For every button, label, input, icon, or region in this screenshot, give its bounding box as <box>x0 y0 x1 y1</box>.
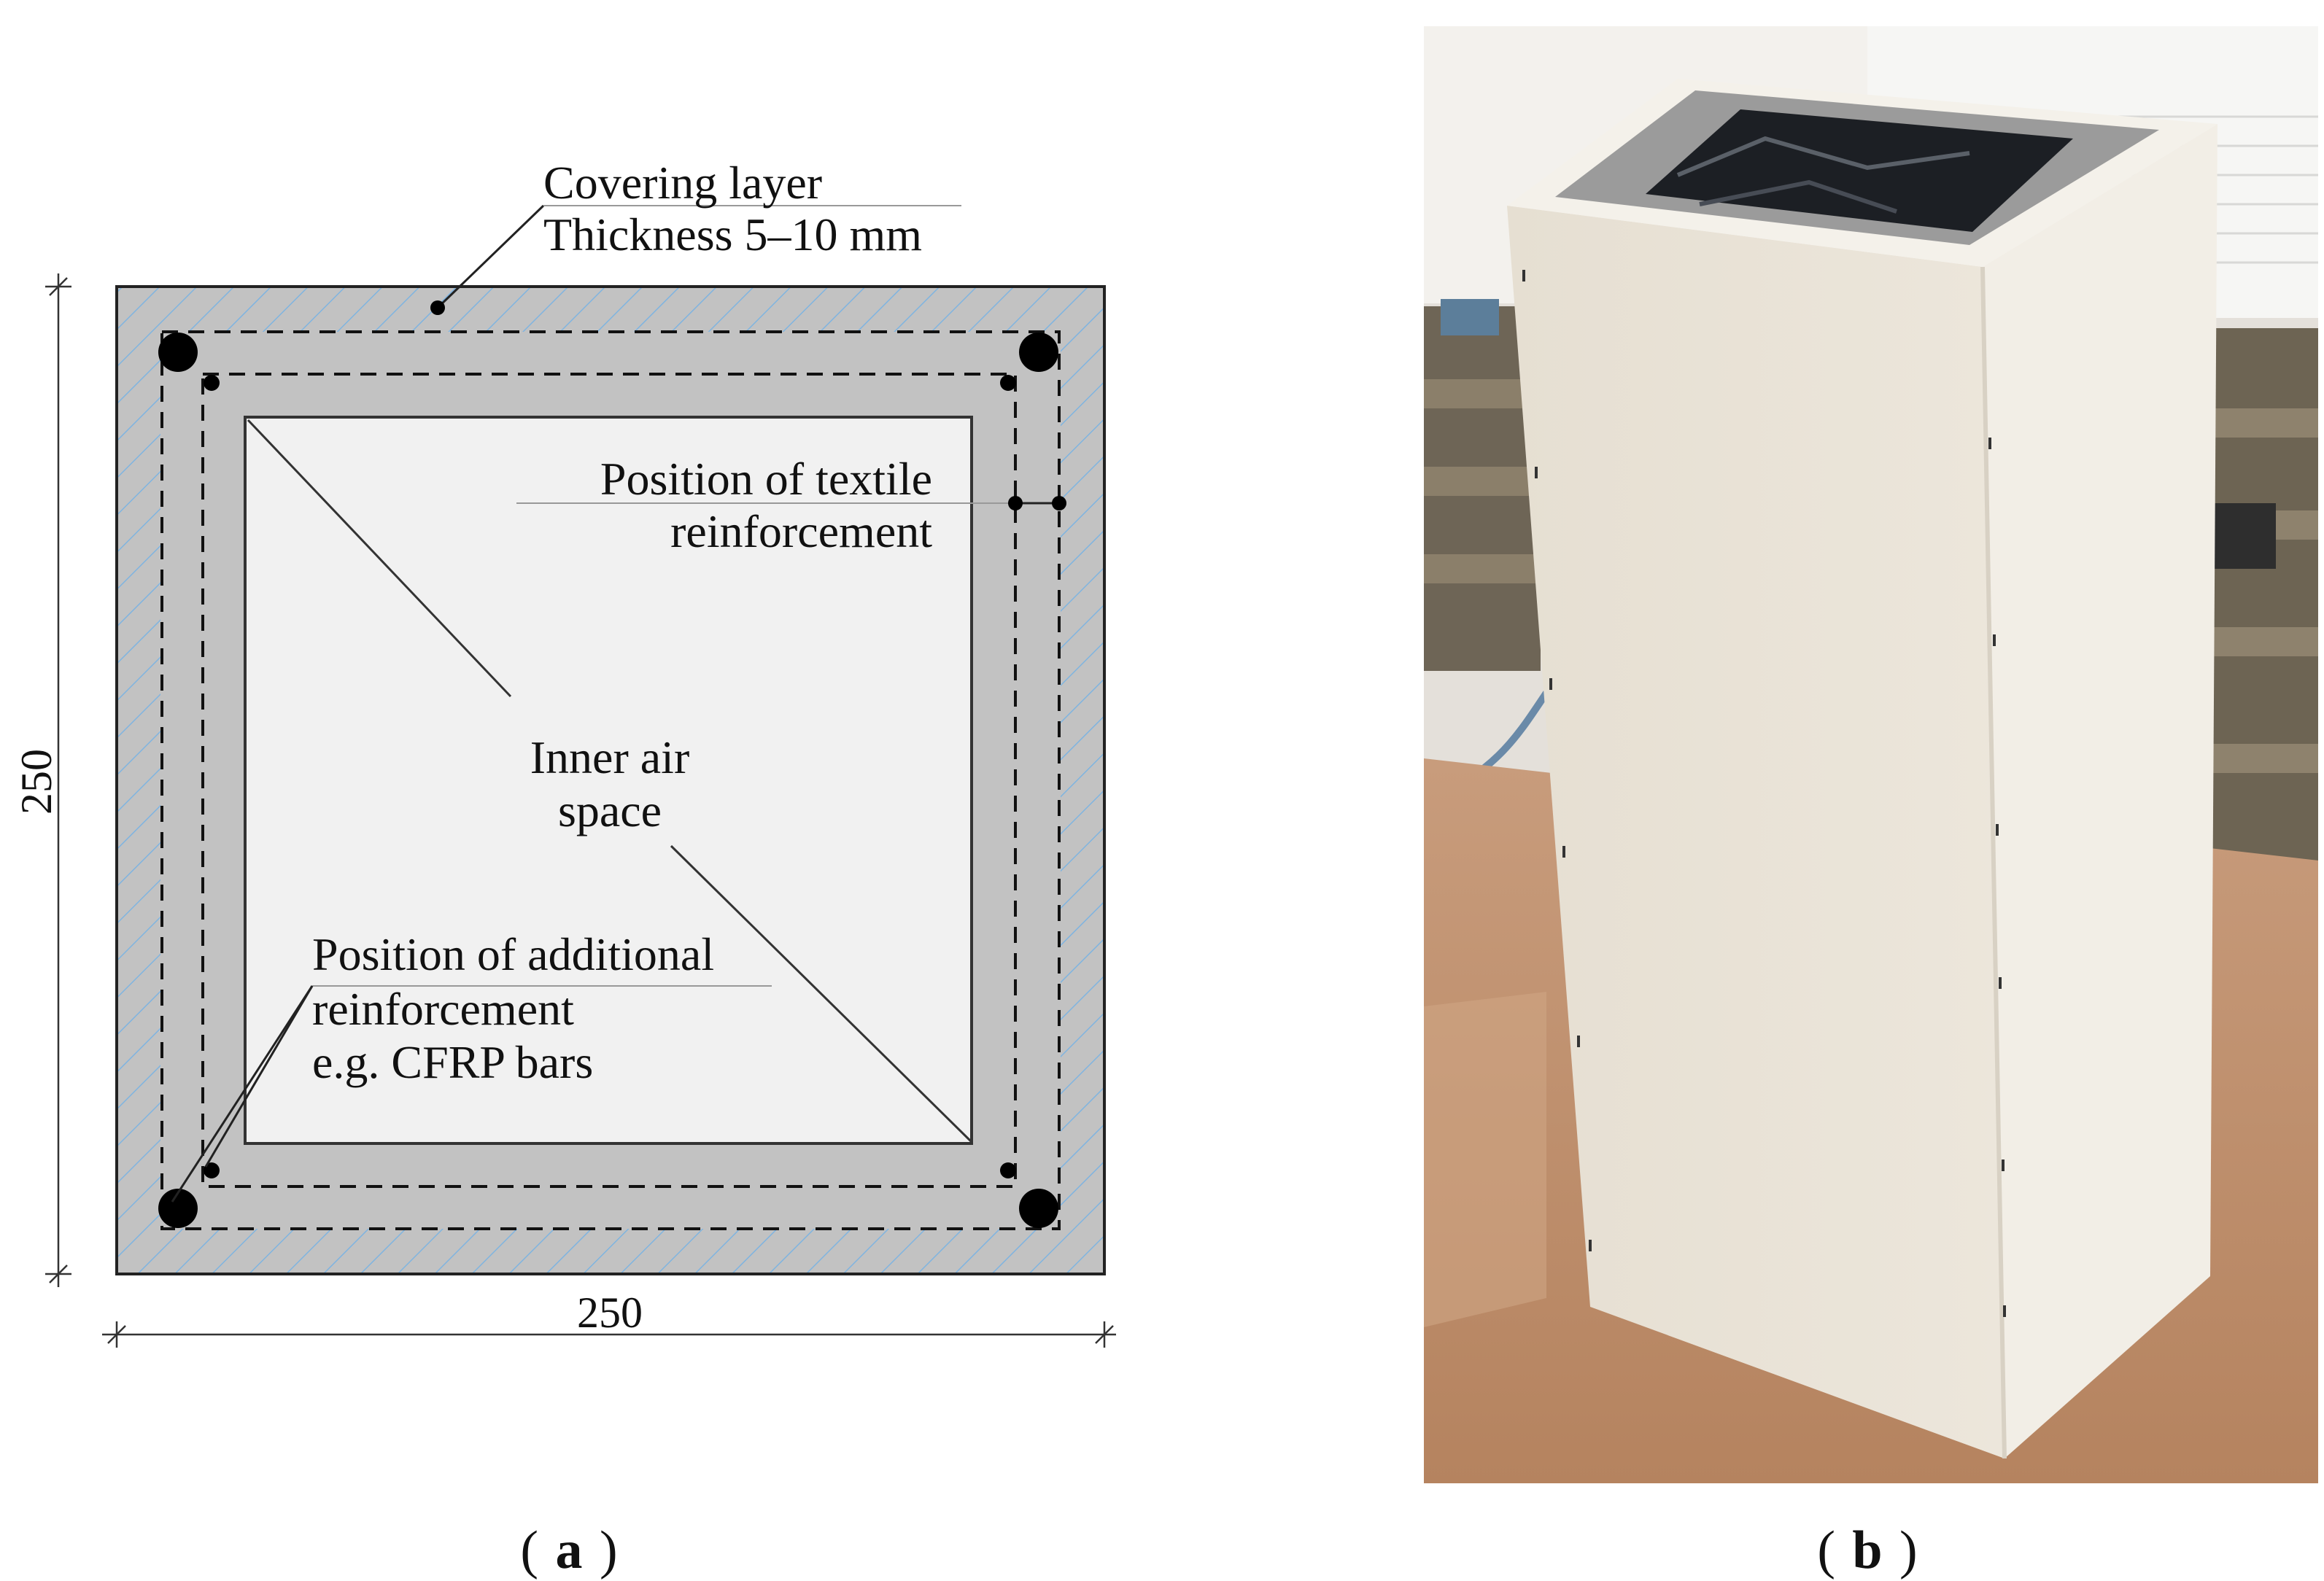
dimension-width <box>102 1321 1116 1348</box>
column-front-face <box>1507 206 2005 1458</box>
svg-text:(: ( <box>1817 1520 1835 1580</box>
svg-text:): ) <box>1899 1520 1918 1580</box>
label-additional-line2: reinforcement <box>312 983 574 1035</box>
cfrp-bar-top-right <box>1019 333 1058 372</box>
label-additional-line1: Position of additional <box>312 928 714 980</box>
cfrp-bar-top-left <box>158 333 198 372</box>
label-textile-line1: Position of textile <box>600 453 932 505</box>
svg-text:): ) <box>600 1520 618 1580</box>
cfrp-bar-bottom-right <box>1019 1189 1058 1228</box>
svg-text:(: ( <box>520 1520 538 1580</box>
cross-section-diagram: Covering layer Thickness 5–10 mm Positio… <box>12 157 1116 1348</box>
dimension-height <box>45 273 71 1287</box>
dimension-width-label: 250 <box>577 1289 643 1337</box>
label-thickness: Thickness 5–10 mm <box>543 209 922 260</box>
label-inner-air-line1: Inner air <box>530 731 690 783</box>
column-side-face <box>1983 124 2218 1458</box>
caption-a-letter: a <box>556 1520 583 1580</box>
label-inner-air-line2: space <box>558 785 662 836</box>
caption-a: ( a ) <box>520 1520 617 1580</box>
caption-b-letter: b <box>1852 1520 1882 1580</box>
caption-b: ( b ) <box>1817 1520 1917 1580</box>
label-additional-line3: e.g. CFRP bars <box>312 1036 593 1088</box>
textile-reinforcement-inner <box>201 373 1017 1188</box>
label-covering-layer: Covering layer <box>543 157 822 209</box>
dimension-height-label: 250 <box>12 749 61 815</box>
cfrp-bar-bottom-left <box>158 1189 198 1228</box>
label-textile-line2: reinforcement <box>670 505 932 557</box>
textile-reinforcement-outer <box>160 330 1061 1230</box>
column-photo <box>1424 26 2318 1483</box>
